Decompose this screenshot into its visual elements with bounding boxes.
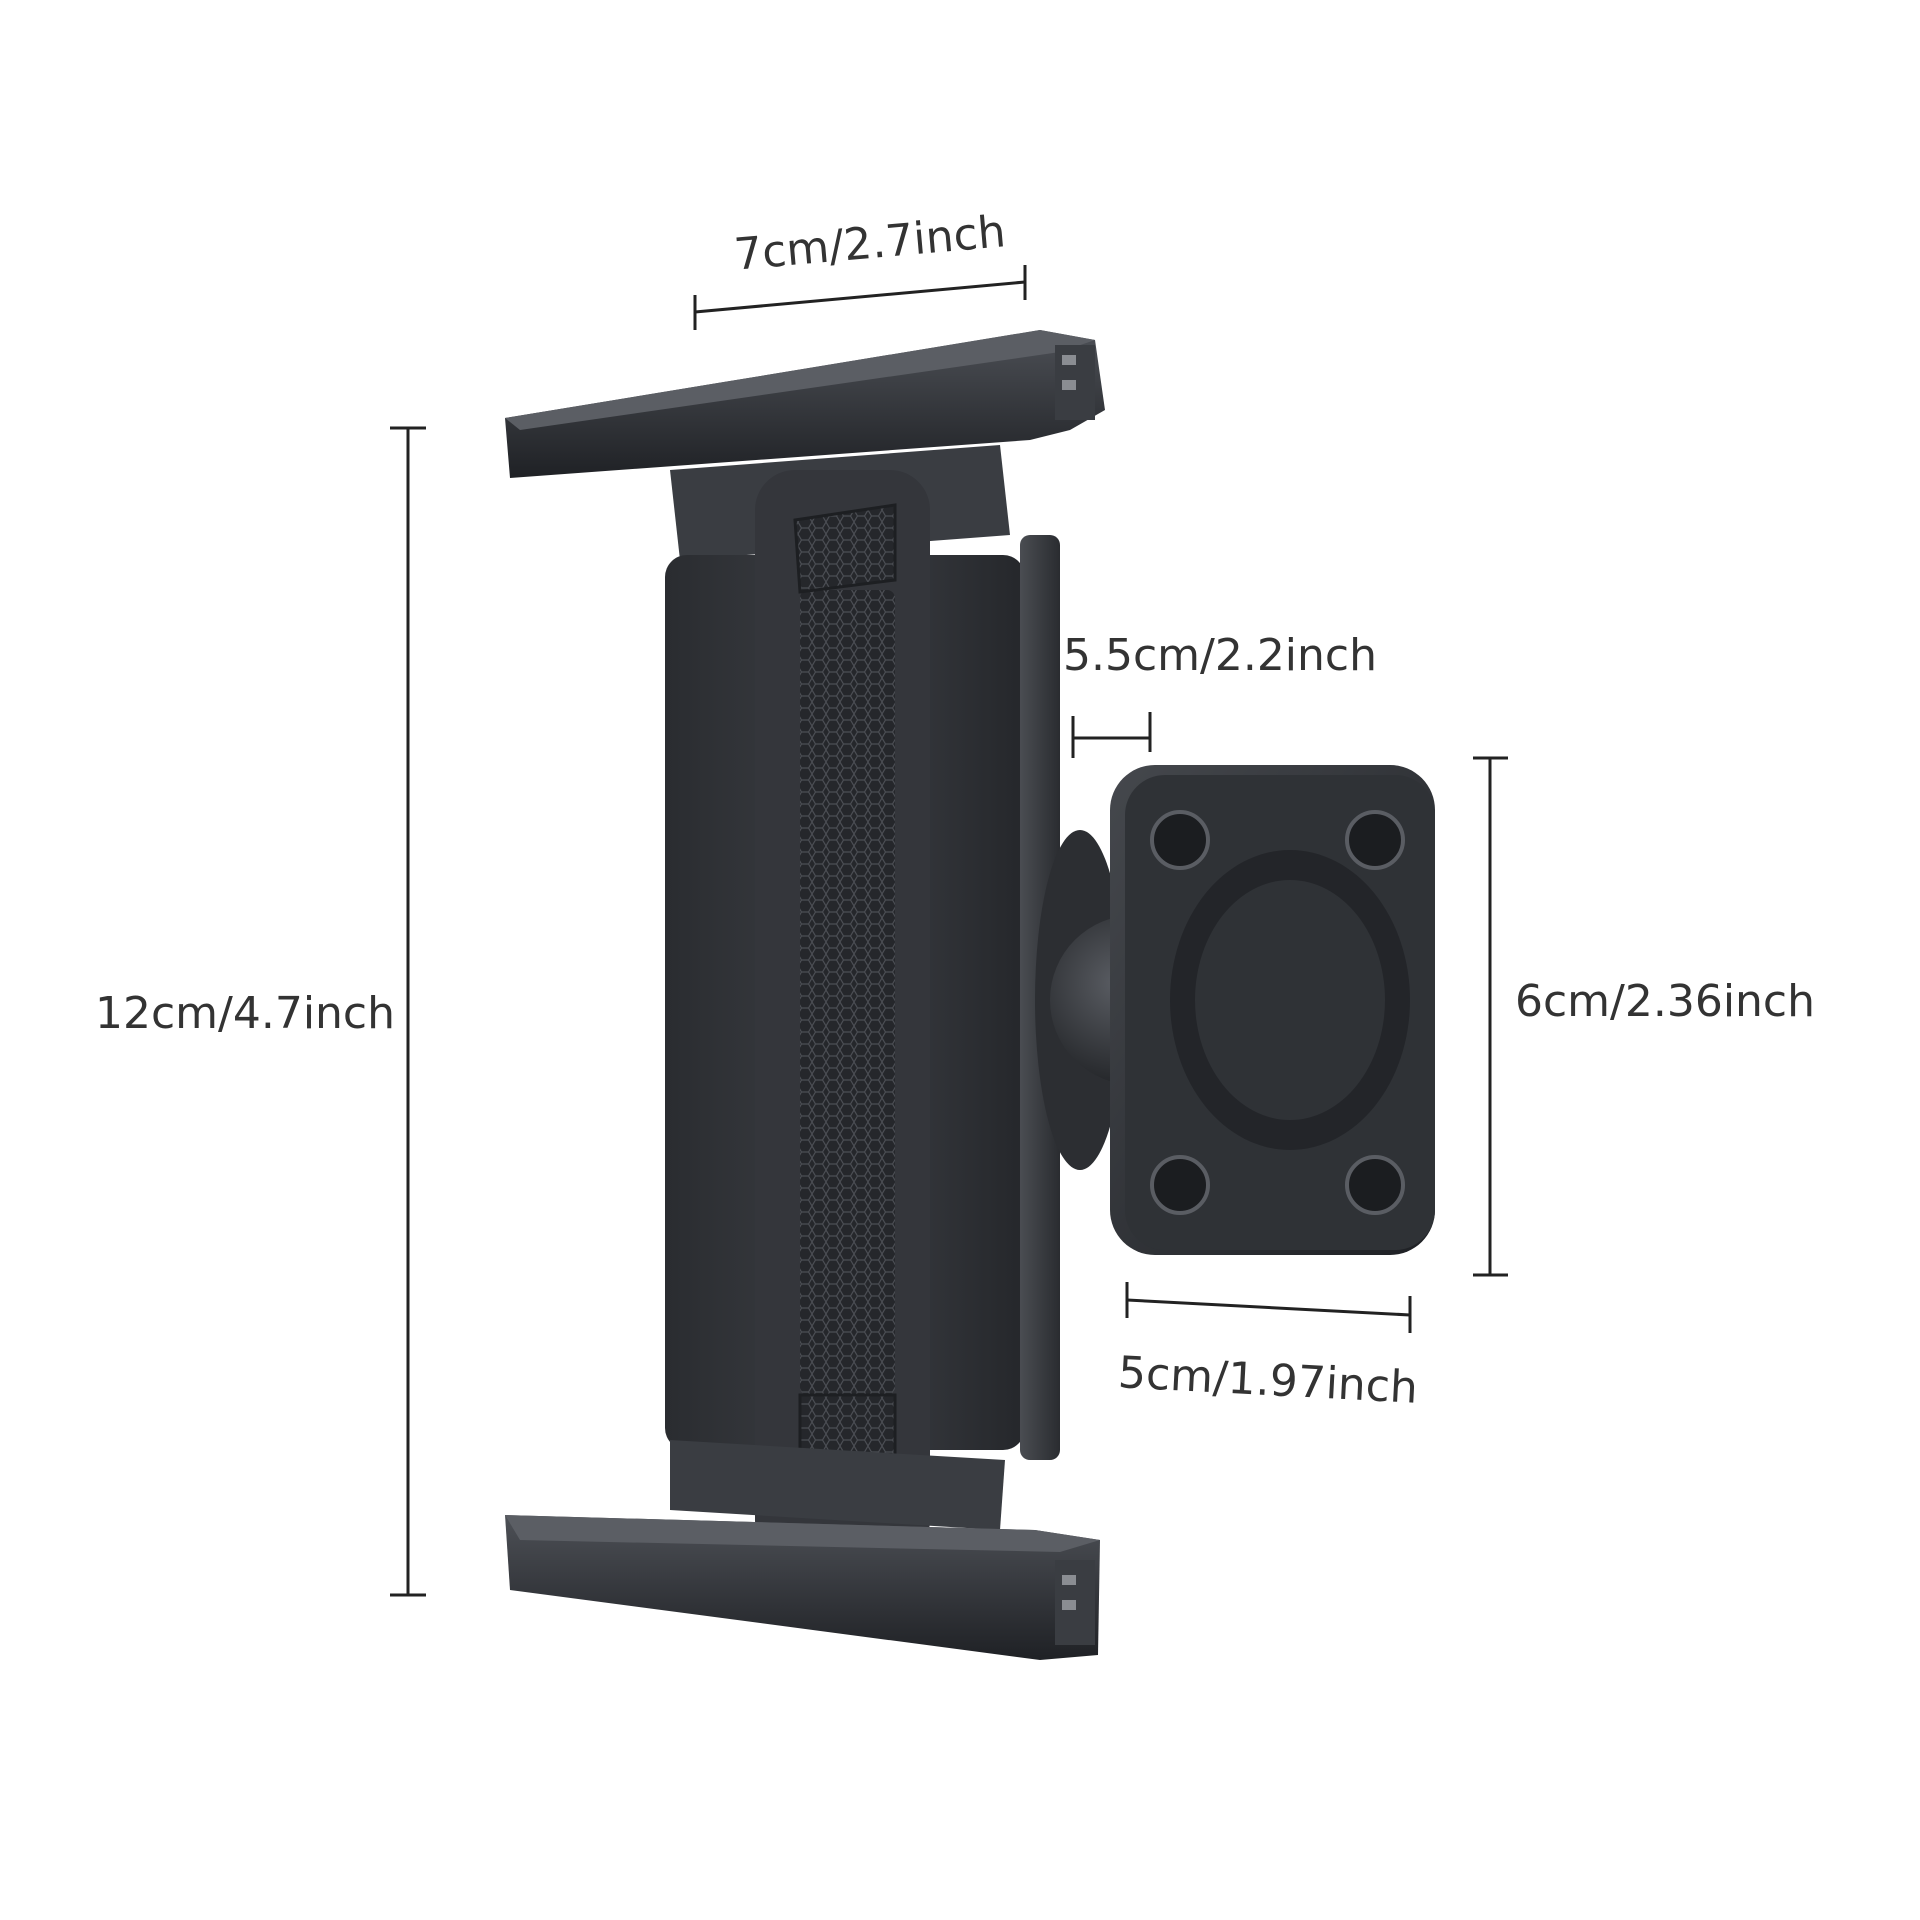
label-height: 12cm/4.7inch xyxy=(95,988,395,1039)
screw-hole-top-right xyxy=(1345,810,1405,870)
screw-hole-top-left xyxy=(1150,810,1210,870)
screw-hole-bottom-left xyxy=(1150,1155,1210,1215)
dimension-height: 12cm/4.7inch xyxy=(95,426,426,1597)
label-plate-width: 5cm/1.97inch xyxy=(1117,1347,1419,1414)
screw-hole-bottom-right xyxy=(1345,1155,1405,1215)
tablet-holder-illustration xyxy=(505,330,1435,1660)
bottom-jaw xyxy=(505,1440,1100,1660)
dimension-top-width: 7cm/2.7inch xyxy=(693,206,1027,330)
dimension-arm-depth: 5.5cm/2.2inch xyxy=(1063,630,1377,758)
label-top-width: 7cm/2.7inch xyxy=(732,206,1007,281)
dimension-plate-height: 6cm/2.36inch xyxy=(1473,756,1815,1277)
clamp-body xyxy=(665,470,1060,1560)
mounting-plate xyxy=(1110,765,1435,1255)
label-arm-depth: 5.5cm/2.2inch xyxy=(1063,630,1377,681)
dimension-plate-width: 5cm/1.97inch xyxy=(1117,1282,1419,1414)
label-plate-height: 6cm/2.36inch xyxy=(1515,976,1815,1027)
